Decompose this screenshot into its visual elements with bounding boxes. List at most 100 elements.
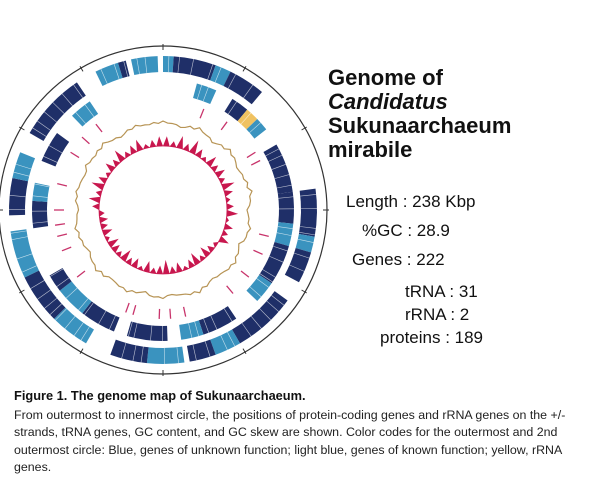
gene-separator xyxy=(32,195,48,198)
gene-separator xyxy=(177,56,180,73)
gc-skew-spike xyxy=(136,139,144,152)
gene-separator xyxy=(48,145,63,154)
gc-skew-spike xyxy=(169,266,177,274)
gc-skew-spike xyxy=(226,210,239,217)
gene-segment xyxy=(32,182,50,202)
stat-length: Length : 238 Kbp xyxy=(346,192,476,211)
gc-skew-spike xyxy=(104,236,110,242)
gene-segment xyxy=(259,241,289,284)
gc-skew-spike xyxy=(176,136,183,150)
gc-skew-spike xyxy=(120,249,131,262)
gene-separator xyxy=(49,303,62,315)
gene-separator xyxy=(44,111,57,123)
gene-separator xyxy=(289,264,305,272)
gc-skew-spike xyxy=(125,151,131,159)
gene-separator xyxy=(75,112,86,124)
gc-skew-spike xyxy=(205,156,217,168)
gene-separator xyxy=(43,156,58,163)
scale-tick xyxy=(79,65,84,72)
gc-skew-spike xyxy=(182,265,190,271)
gene-segment xyxy=(32,200,49,229)
gene-separator xyxy=(55,308,67,321)
gene-separator xyxy=(128,321,133,337)
trna-mark xyxy=(61,246,72,252)
gene-segment xyxy=(295,233,315,253)
gene-separator xyxy=(176,347,179,364)
gene-segment xyxy=(41,133,70,167)
gene-separator xyxy=(265,148,280,157)
gc-skew-spike xyxy=(102,229,113,237)
gene-separator xyxy=(278,196,294,199)
gene-separator xyxy=(249,286,262,297)
gene-segment xyxy=(210,329,240,355)
gene-segment xyxy=(9,177,29,216)
trna-mark xyxy=(70,151,80,159)
gene-segment xyxy=(54,307,94,344)
gene-separator xyxy=(133,323,138,338)
scale-tick xyxy=(242,65,247,72)
gene-separator xyxy=(214,67,222,83)
gene-separator xyxy=(11,236,28,241)
gene-separator xyxy=(266,300,279,312)
gene-separator xyxy=(192,344,197,361)
gene-separator xyxy=(268,154,283,162)
gc-skew-spike xyxy=(195,149,203,159)
trna-mark xyxy=(220,121,228,131)
gc-skew-spike xyxy=(99,210,105,217)
gene-separator xyxy=(194,321,199,337)
gene-separator xyxy=(136,58,140,75)
gene-separator xyxy=(250,315,262,329)
gene-separator xyxy=(274,174,290,179)
gene-separator xyxy=(56,277,70,287)
scale-tick xyxy=(79,348,84,355)
trna-mark xyxy=(132,304,137,315)
trna-mark xyxy=(258,233,269,238)
trna-mark xyxy=(169,308,172,319)
gene-separator xyxy=(227,331,236,347)
scale-tick xyxy=(301,289,308,294)
gene-separator xyxy=(30,280,45,289)
gene-separator xyxy=(16,253,33,260)
gc-skew-baseline xyxy=(98,145,228,275)
gc-skew-spike xyxy=(114,150,126,163)
gc-skew-spike xyxy=(207,245,215,253)
gene-separator xyxy=(37,120,51,131)
title-line-4: mirabile xyxy=(328,137,413,162)
gene-segment xyxy=(29,82,86,141)
gc-skew-spike xyxy=(149,267,157,274)
gene-segment xyxy=(126,321,168,341)
gc-content-line xyxy=(74,120,253,300)
gene-segment xyxy=(232,291,288,344)
stat-gc: %GC : 28.9 xyxy=(362,221,450,240)
scale-tick xyxy=(301,126,308,131)
gene-separator xyxy=(84,104,95,117)
gc-skew-spike xyxy=(88,196,101,204)
gene-separator xyxy=(167,56,170,73)
gc-skew-spike xyxy=(176,262,183,273)
gc-skew-spike xyxy=(105,163,116,173)
gene-segment xyxy=(277,191,295,224)
gc-skew-spike xyxy=(136,265,144,271)
trna-mark xyxy=(240,270,250,278)
gene-separator xyxy=(297,238,314,243)
inner-gene-ring xyxy=(32,83,295,342)
gene-segment xyxy=(95,62,123,86)
gc-skew-spike xyxy=(111,244,120,253)
gene-separator xyxy=(13,171,30,177)
gene-separator xyxy=(276,232,292,236)
gene-separator xyxy=(273,245,288,252)
gene-separator xyxy=(123,61,129,77)
gene-separator xyxy=(100,68,108,84)
gene-segment xyxy=(224,98,248,122)
gene-segment xyxy=(298,188,317,237)
gc-skew-spike xyxy=(221,229,228,237)
gene-segment xyxy=(172,56,216,81)
trna-mark xyxy=(95,123,103,133)
gene-separator xyxy=(203,318,210,333)
gene-separator xyxy=(240,112,252,125)
gene-separator xyxy=(80,326,90,341)
gene-segment xyxy=(237,109,258,130)
gc-skew-spike xyxy=(125,257,132,266)
scale-tick xyxy=(18,126,25,131)
gene-separator xyxy=(256,278,269,288)
